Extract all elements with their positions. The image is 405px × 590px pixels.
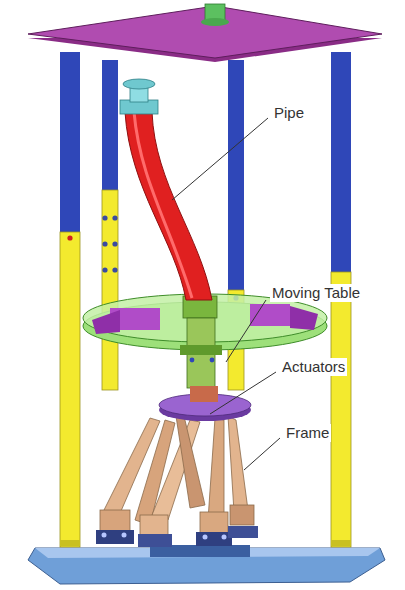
shaft — [159, 296, 251, 421]
actuator-legs — [100, 416, 254, 535]
part-label: Pipe — [272, 104, 306, 122]
leader-line — [172, 118, 280, 470]
actuator-mounts — [96, 526, 258, 547]
top-plate — [28, 4, 382, 62]
base-plate — [28, 545, 385, 584]
part-label: Moving Table — [270, 284, 362, 302]
part-label: Frame — [284, 424, 331, 442]
part-label: Actuators — [280, 358, 347, 376]
pipe — [120, 79, 212, 300]
